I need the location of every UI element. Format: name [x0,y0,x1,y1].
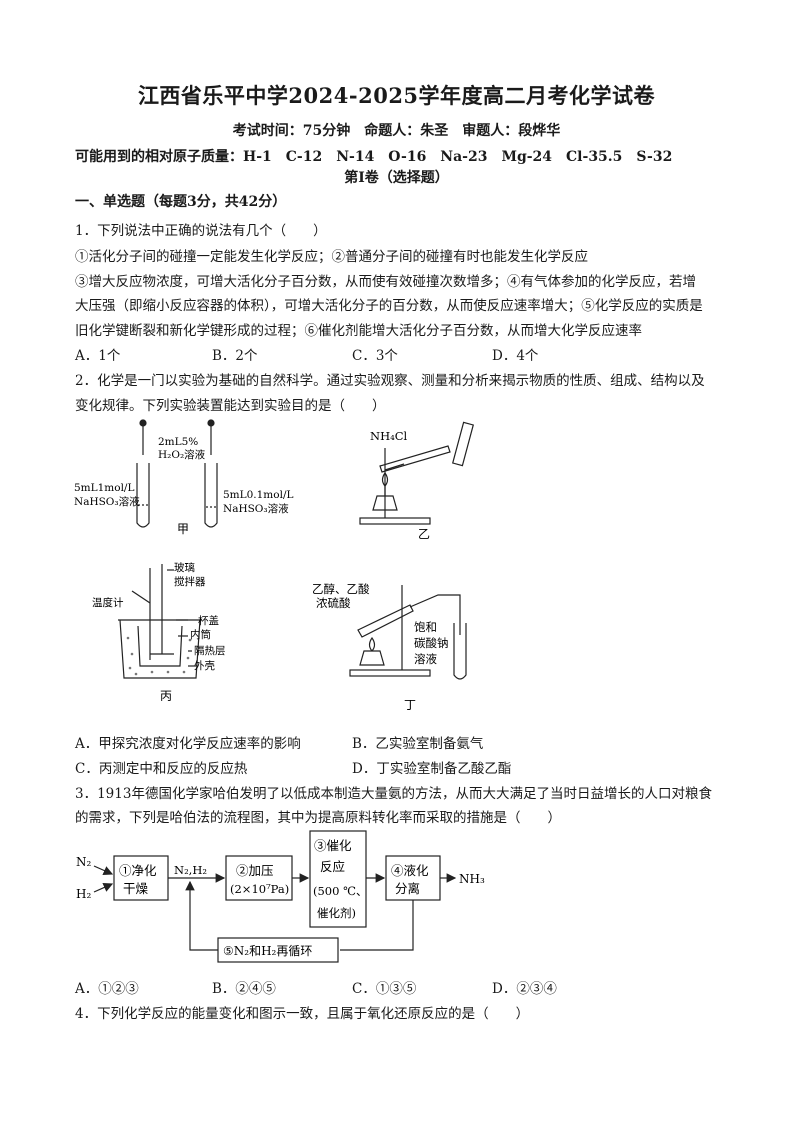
ding-reagent-label: 浓硫酸 [316,596,351,610]
q4-stem: 4．下列化学反应的能量变化和图示一致，且属于氧化还原反应的是（ ） [75,1006,530,1022]
q2-option-a: A．甲探究浓度对化学反应速率的影响 [75,736,301,752]
caption-bing: 丙 [160,689,172,703]
box-pressurize: ②加压 [236,863,274,878]
q1-stem: 1．下列说法中正确的说法有几个（ ） [75,223,327,239]
q1-line: ①活化分子间的碰撞一定能发生化学反应；②普通分子间的碰撞有时也能发生化学反应 [75,249,588,265]
q1-option-d: D．4个 [492,348,539,364]
q3-option-d: D．②③④ [492,981,557,997]
atomic-masses: 可能用到的相对原子质量：H-1 C-12 N-14 O-16 Na-23 Mg-… [75,149,673,165]
h2-input: H₂ [76,887,91,901]
box-pressurize: (2×10⁷Pa) [230,882,289,896]
box-catalysis: 反应 [320,859,345,874]
caption-ding: 丁 [404,698,416,712]
q3-option-c: C．①③⑤ [352,981,417,997]
haber-flowchart: N₂ H₂ ①净化 干燥 N₂,H₂ ②加压 (2×10⁷Pa) ③催化 反应 … [70,826,500,971]
q1-option-b: B．2个 [212,348,258,364]
right-solution-label: NaHSO₃溶液 [223,502,289,515]
q1-line: 大压强（即缩小反应容器的体积），可增大活化分子的百分数，从而使反应速率增大；⑤化… [75,298,703,314]
caption-yi: 乙 [418,527,430,541]
saturated-label: 饱和 [414,620,437,634]
box-liquefy: ④液化 [391,863,429,878]
nh4cl-label: NH₄Cl [370,429,408,443]
shell-label: 外壳 [194,659,215,672]
figure-yi: NH₄Cl 乙 [340,418,475,543]
stirrer-label: 玻璃 [174,561,195,574]
box-recycle: ⑤N₂和H₂再循环 [223,944,312,958]
nh3-output: NH₃ [459,872,485,886]
q2-option-d: D．丁实验室制备乙酸乙酯 [352,761,512,777]
thermometer-label: 温度计 [92,596,124,609]
mid-gases: N₂,H₂ [174,863,207,877]
box-catalysis: ③催化 [314,838,352,853]
q1-line: 旧化学键断裂和新化学键形成的过程；⑥催化剂能增大活化分子百分数，从而增大化学反应… [75,323,642,339]
n2-input: N₂ [76,855,92,869]
part-title: 第Ⅰ卷（选择题） [344,170,449,186]
left-solution-label: 5mL1mol/L [74,482,134,494]
saturated-label: 碳酸钠 [414,636,449,650]
figure-bing: 玻璃 搅拌器 温度计 杯盖 内筒 隔热层 外壳 丙 [92,558,232,708]
q2-option-c: C．丙测定中和反应的反应热 [75,761,248,777]
q1-option-a: A．1个 [75,348,121,364]
insulation-label: 隔热层 [194,644,226,657]
q2-option-b: B．乙实验室制备氨气 [352,736,484,752]
saturated-label: 溶液 [414,652,437,666]
figure-ding: 乙醇、乙酸 浓硫酸 饱和 碳酸钠 溶液 丁 [310,575,480,715]
box-catalysis: (500 ℃、 [313,884,367,898]
caption-jia: 甲 [177,522,189,536]
h2o2-label: 2mL5% [158,436,198,448]
page-title: 江西省乐平中学2024-2025学年度高二月考化学试卷 [137,83,656,108]
q3-option-a: A．①②③ [75,981,139,997]
inner-cup-label: 内筒 [190,628,211,641]
q3-stem: 的需求，下列是哈伯法的流程图，其中为提高原料转化率而采取的措施是（ ） [75,810,561,826]
figure-jia: 2mL5% H₂O₂溶液 5mL1mol/L NaHSO₃溶液 5mL0.1mo… [72,415,302,545]
h2o2-label: H₂O₂溶液 [158,448,206,461]
box-purify: 干燥 [123,881,149,896]
q2-stem: 变化规律。下列实验装置能达到实验目的是（ ） [75,398,386,414]
left-solution-label: NaHSO₃溶液 [74,495,140,508]
section-heading: 一、单选题（每题3分，共42分） [75,194,287,210]
stirrer-label: 搅拌器 [174,575,206,588]
q2-stem: 2．化学是一门以实验为基础的自然科学。通过实验观察、测量和分析来揭示物质的性质、… [75,373,705,389]
ding-reagent-label: 乙醇、乙酸 [312,582,370,596]
lid-label: 杯盖 [198,614,219,627]
exam-info: 考试时间：75分钟 命题人：朱圣 审题人：段烨华 [232,123,561,139]
box-catalysis: 催化剂) [317,906,356,920]
right-solution-label: 5mL0.1mol/L [223,489,293,501]
box-liquefy: 分离 [395,881,420,896]
q3-stem: 3．1913年德国化学家哈伯发明了以低成本制造大量氨的方法，从而大大满足了当时日… [75,786,712,802]
q1-option-c: C．3个 [352,348,398,364]
box-purify: ①净化 [119,863,157,878]
q1-line: ③增大反应物浓度，可增大活化分子百分数，从而使有效碰撞次数增多；④有气体参加的化… [75,274,696,290]
q3-option-b: B．②④⑤ [212,981,276,997]
